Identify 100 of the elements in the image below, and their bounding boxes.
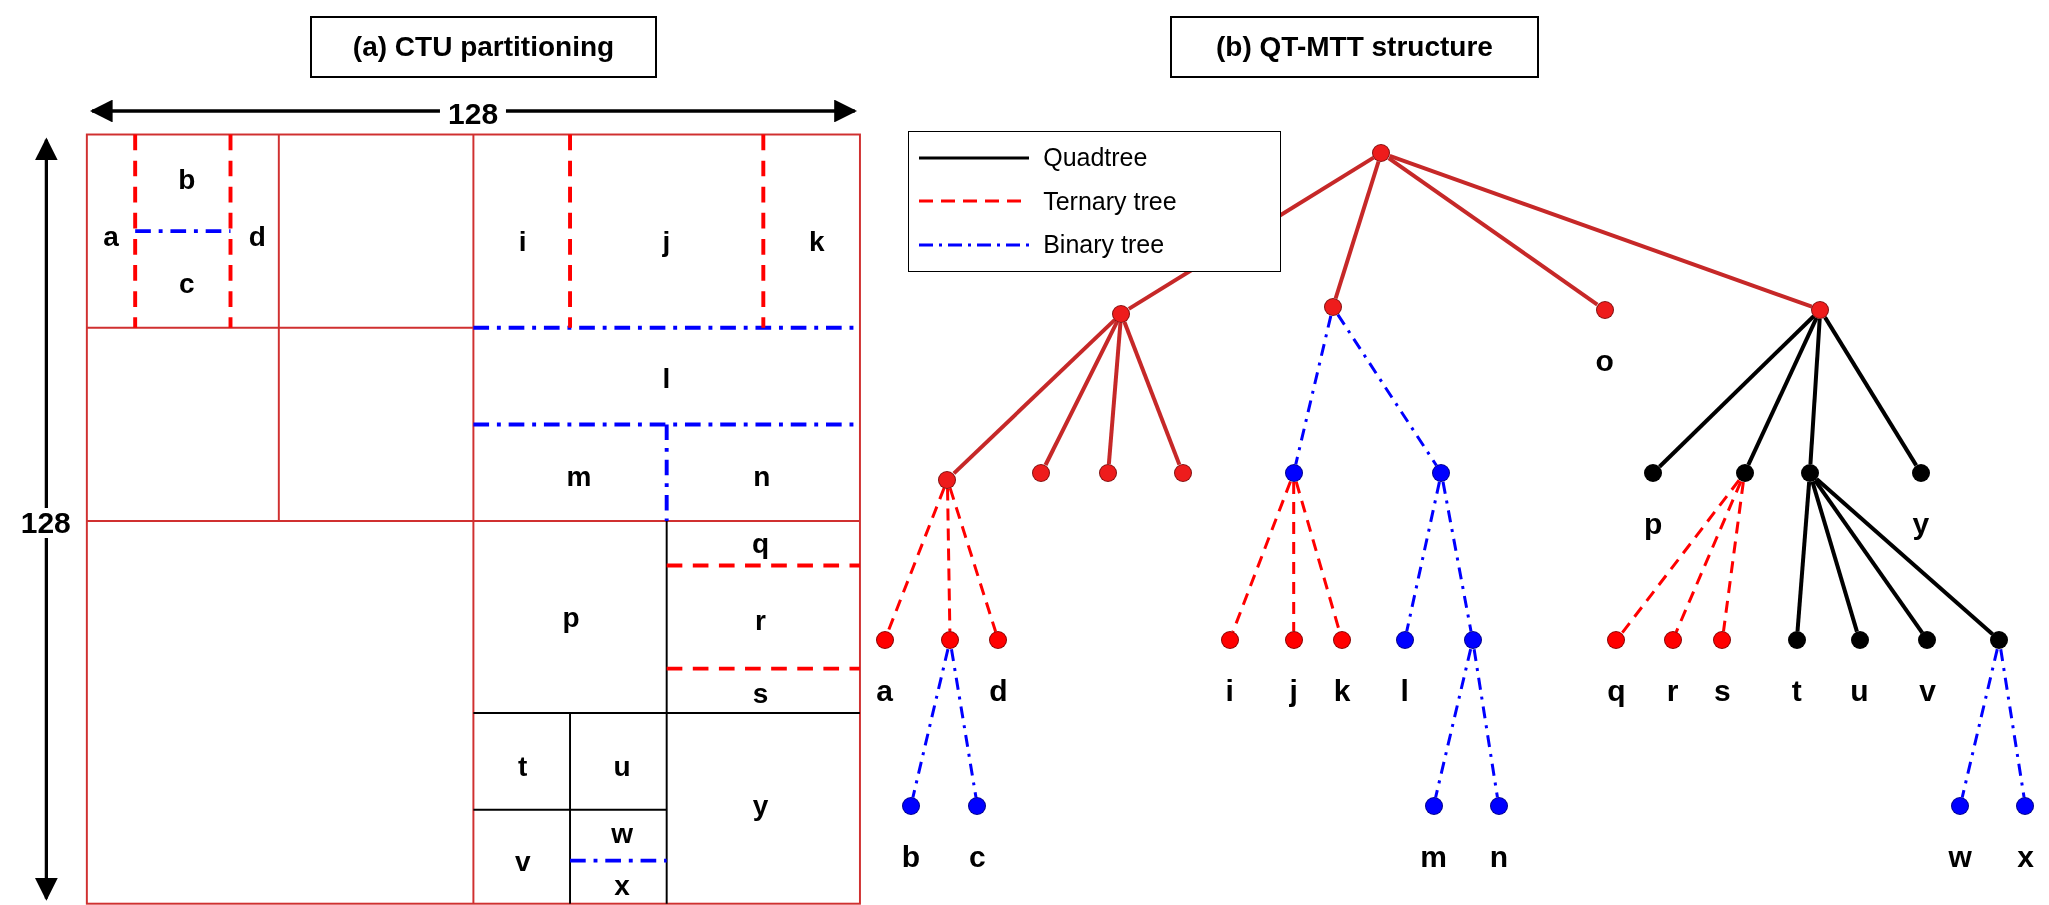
node-letter: a [876,676,893,707]
tree-edge [1795,481,1812,632]
tree-node-dot [875,631,894,650]
tree-edge [1722,481,1745,632]
partition-letter: s [752,679,769,708]
tree-node-dot [1333,631,1352,650]
tree-node-dot [1432,464,1451,483]
tree-node-dot [1735,464,1754,483]
tree-node-dot [1800,464,1819,483]
partition-letter: c [179,269,195,298]
panel-title: (b) QT-MTT structure [1216,31,1493,64]
legend-label: Binary tree [1043,230,1165,260]
tree-node-dot [2016,797,2035,816]
tree-node-dot [901,797,920,816]
partition-letter: n [753,462,771,491]
tree-node-dot [1220,631,1239,650]
tree-edge [1674,480,1743,633]
tree-node-dot [938,470,957,489]
node-letter: w [1948,842,1972,873]
tree-edge [1333,160,1381,300]
tree-edge [1999,648,2026,798]
tree-node-dot [1489,797,1508,816]
tree-edge [1658,314,1816,469]
tree-edge [1746,317,1819,466]
tree-edge [1336,313,1438,467]
node-letter: k [1333,676,1351,707]
node-letter: d [989,676,1008,707]
tree-node-dot [1644,464,1663,483]
node-letter: c [969,842,986,873]
partition-letter: q [752,529,770,558]
tree-node-dot [1951,797,1970,816]
tree-node-dot [1911,464,1930,483]
partition-letter: m [566,462,592,491]
tree-edge [1122,321,1182,466]
node-letter: m [1420,842,1447,873]
tree-node-dot [1713,631,1732,650]
partition-letter: k [808,227,825,256]
legend-label: Quadtree [1043,143,1148,172]
tree-node-dot [1607,631,1626,650]
tree-edge [1434,648,1473,798]
partition-letter: a [103,222,119,251]
tree-node-dot [1323,298,1342,317]
tree-edge [1043,320,1119,466]
tree-edge [911,648,950,798]
tree-node-dot [1850,631,1869,650]
node-letter: y [1912,509,1930,539]
tree-edge [950,648,978,798]
tree-node-dot [1463,631,1482,650]
tree-edge [886,487,946,633]
node-letter: o [1595,345,1614,376]
panel-title: (a) CTU partitioning [352,31,615,64]
tree-edge [1441,481,1473,632]
partition-letter: y [752,792,769,821]
node-letter: s [1713,676,1731,707]
tree-edge [1620,479,1741,635]
tree-edge [1815,477,1994,636]
partition-letter: x [614,871,630,900]
node-letter: p [1643,509,1663,539]
node-letter: l [1400,676,1409,707]
tree-node-dot [1395,631,1414,650]
tree-edge [1294,315,1333,465]
node-letter: i [1225,676,1234,707]
tree-node-dot [1099,464,1118,483]
node-letter: u [1850,676,1869,707]
title-box [1169,15,1540,79]
partition-letter: p [562,604,580,633]
node-letter: t [1791,676,1802,707]
legend-label: Ternary tree [1043,186,1177,216]
partition-letter: w [611,819,633,848]
tree-node-dot [1811,300,1830,319]
tree-node-dot [1663,631,1682,650]
tree-node-dot [968,797,987,816]
tree-edge [952,318,1117,475]
node-letter: n [1489,842,1508,873]
tree-node-dot [1112,304,1131,323]
tree-node-dot [1284,464,1303,483]
tree-edge [1292,482,1296,632]
tree-edge [946,488,952,632]
tree-node-dot [1990,631,2009,650]
node-letter: x [2017,842,2034,873]
tree-edge [1405,481,1441,632]
tree-edge [1960,648,1999,798]
tree-edge [948,487,998,633]
tree-edge [1106,322,1123,465]
tree-node-dot [941,631,959,650]
tree-edge [1810,481,1859,633]
partition-letter: r [755,606,766,635]
tree-node-dot [1173,464,1192,483]
node-letter: v [1919,676,1936,707]
node-letter: q [1607,676,1626,707]
partition-letter: b [178,166,196,195]
partition-letter: u [613,753,631,782]
tree-edge [1823,316,1918,467]
tree-edge [1387,156,1599,307]
partition-letter: d [248,222,266,251]
tree-node-dot [1372,143,1391,162]
tree-node-dot [1284,631,1303,650]
tree-edge [1472,648,1499,798]
partition-letter: l [662,364,671,393]
tree-node-dot [1595,300,1614,319]
